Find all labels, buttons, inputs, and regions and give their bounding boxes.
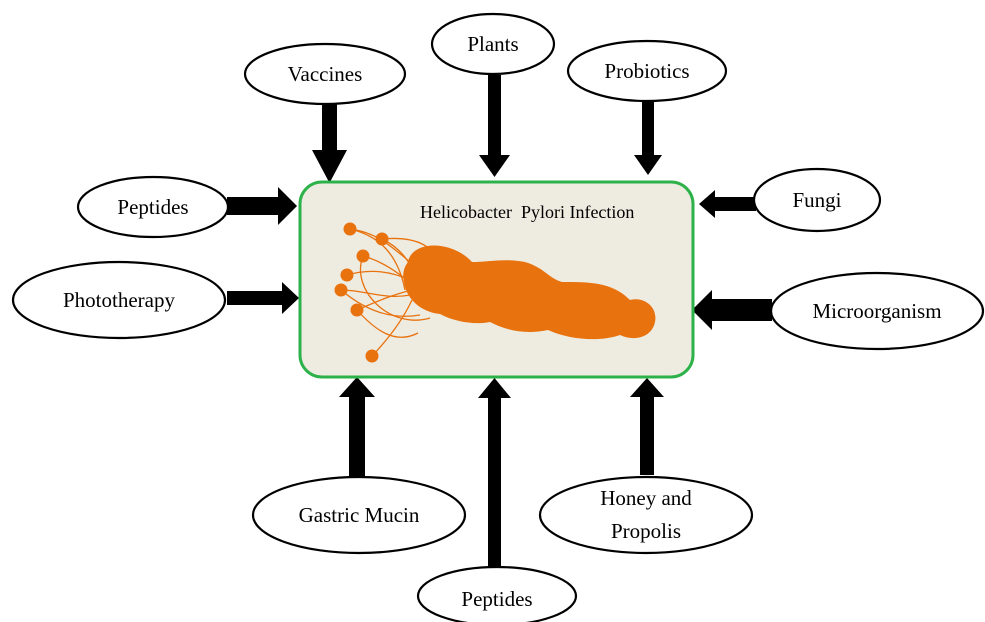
node-microorganism: Microorganism [771,273,983,349]
svg-text:Fungi: Fungi [792,188,841,212]
svg-text:Probiotics: Probiotics [604,59,689,83]
arrow-plants [479,75,510,177]
arrow-gastric-mucin [339,377,375,476]
arrow-phototherapy [227,282,299,314]
center-title: Helicobacter Pylori Infection [420,202,634,222]
arrow-probiotics [634,102,662,175]
arrow-honey-propolis [630,378,664,475]
node-probiotics: Probiotics [568,41,726,101]
node-plants: Plants [432,14,554,74]
node-fungi: Fungi [754,169,880,231]
arrow-microorganism [692,290,772,330]
svg-text:Honey and: Honey and [600,486,692,510]
svg-text:Plants: Plants [467,32,518,56]
arrow-vaccines [312,103,347,183]
node-vaccines: Vaccines [245,44,405,104]
arrow-peptides-bottom [478,378,511,566]
node-peptides-left: Peptides [78,177,228,237]
node-honey-propolis: Honey and Propolis [540,477,752,553]
svg-text:Peptides: Peptides [461,587,532,611]
svg-text:Propolis: Propolis [611,519,681,543]
arrow-fungi [699,190,756,218]
svg-text:Phototherapy: Phototherapy [63,288,175,312]
svg-text:Peptides: Peptides [117,195,188,219]
node-peptides-bottom: Peptides [418,567,576,622]
svg-text:Vaccines: Vaccines [288,62,363,86]
center-box: Helicobacter Pylori Infection [300,182,693,377]
node-gastric-mucin: Gastric Mucin [253,477,465,553]
svg-text:Microorganism: Microorganism [812,299,941,323]
svg-text:Gastric Mucin: Gastric Mucin [299,503,420,527]
node-phototherapy: Phototherapy [13,262,225,338]
arrow-peptides-left [227,187,297,225]
